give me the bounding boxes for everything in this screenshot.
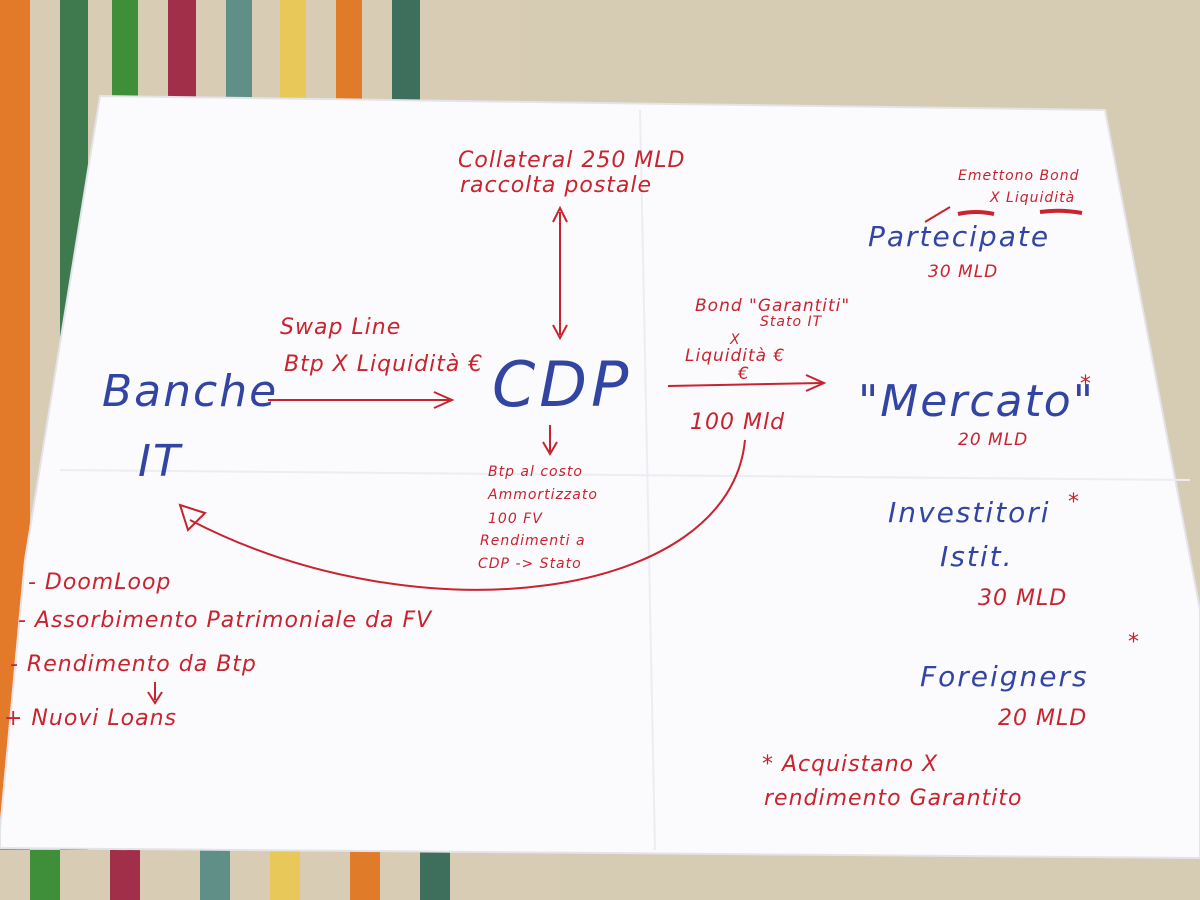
scribble xyxy=(957,208,1083,216)
collateral-line-2: raccolta postale xyxy=(460,173,653,198)
bond-stato: Stato IT xyxy=(760,314,823,330)
investitori-amount: 30 MLD xyxy=(978,586,1068,611)
mercato-label: "Mercato" xyxy=(858,376,1095,427)
btp-note-2: Ammortizzato xyxy=(488,487,598,503)
partecipate-label: Partecipate xyxy=(868,220,1051,253)
swap-line-sub: Btp X Liquidità € xyxy=(284,352,484,377)
arrow-banche-cdp xyxy=(268,391,455,409)
mercato-star: * xyxy=(1080,372,1092,397)
mercato-amount: 20 MLD xyxy=(958,430,1029,450)
investitori-star: * xyxy=(1068,490,1080,515)
btp-note-1: Btp al costo xyxy=(488,464,583,480)
risk-item-3: - Rendimento da Btp xyxy=(10,652,257,677)
btp-note-5: CDP -> Stato xyxy=(478,556,582,572)
risk-item-2: - Assorbimento Patrimoniale da FV xyxy=(18,608,433,633)
bond-x: X xyxy=(730,332,741,348)
cdp-label: CDP xyxy=(492,348,633,421)
arrow-return-to-banche xyxy=(178,439,746,591)
footnote-line-2: rendimento Garantito xyxy=(764,786,1023,811)
risk-item-4: + Nuovi Loans xyxy=(4,706,178,731)
swap-line-label: Swap Line xyxy=(280,315,402,340)
arrow-cdp-down xyxy=(542,425,558,456)
footnote-line-1: * Acquistano X xyxy=(762,752,939,777)
bond-amount: 100 Mld xyxy=(690,410,786,435)
btp-note-3: 100 FV xyxy=(488,511,543,527)
risk-item-1: - DoomLoop xyxy=(28,570,172,595)
banche-label: Banche xyxy=(102,366,279,417)
arrow-emettono xyxy=(924,206,951,223)
emettono-liquidita: X Liquidità xyxy=(990,190,1076,206)
bond-liquidita: Liquidità € xyxy=(685,346,786,366)
arrow-rendimento-loans xyxy=(147,682,163,705)
btp-note-4: Rendimenti a xyxy=(480,533,586,549)
bond-label: Bond "Garantiti" xyxy=(695,296,851,316)
bond-euro: € xyxy=(738,364,750,384)
tablecloth-stripes-bottom xyxy=(0,850,560,900)
partecipate-amount: 30 MLD xyxy=(928,262,999,282)
emettono-bond: Emettono Bond xyxy=(958,168,1080,184)
foreigners-star: * xyxy=(1128,630,1140,655)
foreigners-amount: 20 MLD xyxy=(998,706,1088,731)
arrow-cdp-mercato xyxy=(667,374,827,392)
investitori-istit: Istit. xyxy=(940,540,1014,573)
foreigners-label: Foreigners xyxy=(920,660,1089,693)
banche-it-label: IT xyxy=(138,436,182,487)
collateral-line-1: Collateral 250 MLD xyxy=(458,148,686,173)
investitori-label: Investitori xyxy=(888,496,1051,529)
arrow-collateral-cdp xyxy=(552,205,568,341)
